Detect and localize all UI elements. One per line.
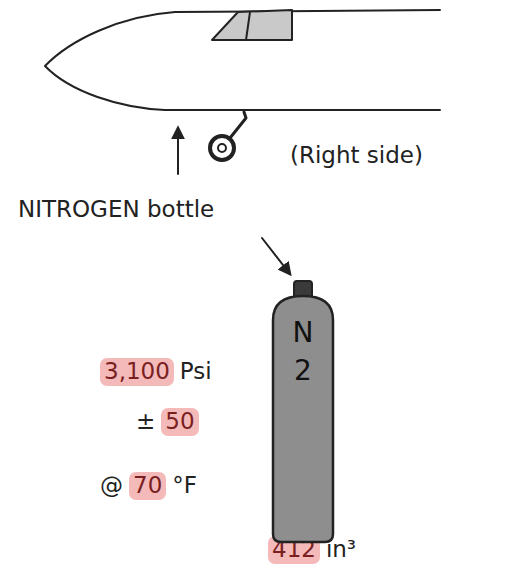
label-row: @70°F [100,472,197,500]
note-label: ± [136,408,155,436]
note-label: Psi [180,358,212,386]
spec-value: 70 [129,472,166,500]
note-label: °F [172,472,197,500]
label-row: ±50 [136,408,199,436]
cockpit-canopy [212,10,292,40]
fuselage-outline [45,10,440,110]
label-row: NITROGEN bottle [18,196,214,224]
leader-arrow [177,128,179,174]
label-row: (Right side) [290,142,423,170]
spec-value: 3,100 [100,358,174,386]
note-label: NITROGEN bottle [18,196,214,224]
gas-bottle: N 2 [270,280,336,544]
gear-strut [230,112,246,138]
note-label: @ [100,472,123,500]
gear-wheel [210,136,234,160]
canopy-frame [246,12,250,40]
wheel-hub [218,144,226,152]
note-label: (Right side) [290,142,423,170]
spec-value: 50 [161,408,198,436]
label-row: 3,100Psi [100,358,212,386]
bottle-label: N 2 [286,280,320,390]
leader-arrow [262,238,290,274]
